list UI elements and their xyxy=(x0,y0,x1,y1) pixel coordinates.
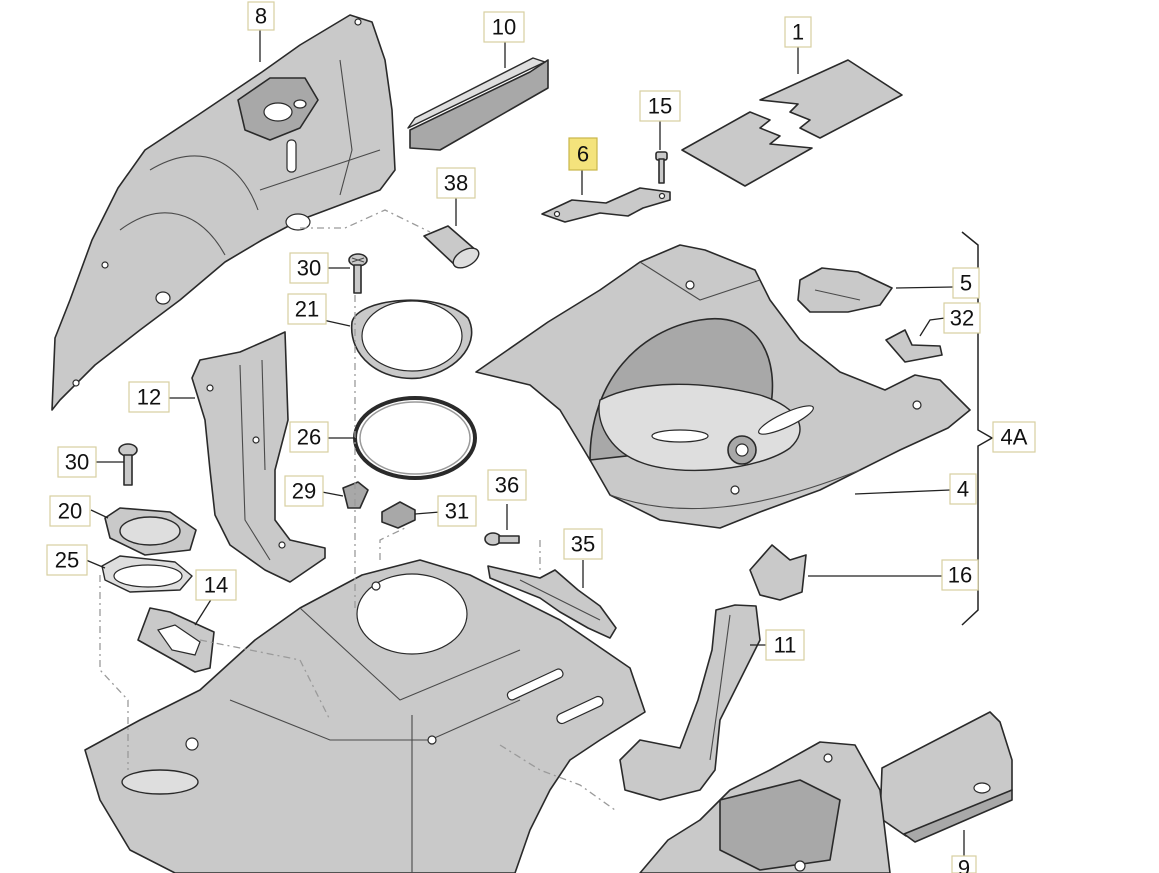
callout-12-label: 12 xyxy=(137,385,161,410)
callout-12[interactable]: 12 xyxy=(128,381,170,413)
callout-4-label: 4 xyxy=(957,477,969,502)
part-6-bracket[interactable] xyxy=(541,187,671,223)
callout-8-label: 8 xyxy=(255,4,267,29)
callout-38-label: 38 xyxy=(444,171,468,196)
callout-32[interactable]: 32 xyxy=(943,302,981,334)
callout-9-label: 9 xyxy=(958,856,970,873)
callout-16-label: 16 xyxy=(948,563,972,588)
callout-38[interactable]: 38 xyxy=(436,167,476,199)
part-21-ring[interactable] xyxy=(350,299,473,380)
dash-links xyxy=(99,295,616,811)
part-1-insulation-mats[interactable] xyxy=(681,59,903,187)
part-15-bolt[interactable] xyxy=(655,151,668,184)
part-4-spare-wheel-well[interactable] xyxy=(475,244,971,529)
callout-6-label: 6 xyxy=(577,142,589,167)
callout-31[interactable]: 31 xyxy=(437,495,477,527)
callout-36-label: 36 xyxy=(495,473,519,498)
callout-26[interactable]: 26 xyxy=(289,421,329,453)
callout-8[interactable]: 8 xyxy=(247,1,275,31)
callout-35[interactable]: 35 xyxy=(563,528,603,560)
part-38-sleeve[interactable] xyxy=(423,225,482,272)
callout-11[interactable]: 11 xyxy=(765,629,805,661)
part-5-bracket[interactable] xyxy=(797,267,893,313)
part-26-seal[interactable] xyxy=(353,396,477,480)
callout-30-lower-label: 30 xyxy=(65,450,89,475)
callout-30-upper[interactable]: 30 xyxy=(289,252,329,284)
part-30-screw-upper[interactable] xyxy=(348,253,368,294)
callout-26-label: 26 xyxy=(297,425,321,450)
callout-6[interactable]: 6 xyxy=(568,137,598,171)
callout-16[interactable]: 16 xyxy=(941,559,979,591)
callout-4a-label: 4A xyxy=(1001,425,1028,450)
part-16-cover[interactable] xyxy=(749,544,807,601)
callout-30-lower[interactable]: 30 xyxy=(57,446,97,478)
callout-4a[interactable]: 4A xyxy=(992,421,1036,453)
callout-11-label: 11 xyxy=(774,633,797,658)
callout-32-label: 32 xyxy=(950,306,974,331)
part-36-screw[interactable] xyxy=(484,532,520,546)
callout-1[interactable]: 1 xyxy=(784,16,812,48)
floor-pan[interactable] xyxy=(84,559,646,873)
part-31-clip[interactable] xyxy=(381,501,416,529)
callout-29[interactable]: 29 xyxy=(284,475,324,507)
callout-10[interactable]: 10 xyxy=(483,11,525,43)
callout-21[interactable]: 21 xyxy=(287,293,327,325)
callout-5[interactable]: 5 xyxy=(952,267,980,299)
callout-10-label: 10 xyxy=(492,15,516,40)
callout-21-label: 21 xyxy=(295,297,319,322)
callout-15[interactable]: 15 xyxy=(639,90,681,122)
callout-20-label: 20 xyxy=(58,499,82,524)
part-32-small-bracket[interactable] xyxy=(885,329,943,363)
part-9-angle-bracket[interactable] xyxy=(879,711,1013,843)
part-8-side-panel[interactable] xyxy=(51,14,396,411)
callout-36[interactable]: 36 xyxy=(487,469,527,501)
part-30-screw-lower[interactable] xyxy=(118,443,138,486)
callout-14[interactable]: 14 xyxy=(195,569,237,601)
callout-15-label: 15 xyxy=(648,94,672,119)
callout-1-label: 1 xyxy=(792,20,804,45)
callout-31-label: 31 xyxy=(445,499,469,524)
leader-lines xyxy=(85,30,965,858)
callout-29-label: 29 xyxy=(292,479,316,504)
rear-quarter-structure[interactable] xyxy=(639,741,891,873)
callout-30-upper-label: 30 xyxy=(297,256,321,281)
callout-4[interactable]: 4 xyxy=(949,473,977,505)
part-10-trim-strip[interactable] xyxy=(407,57,549,151)
part-20-cover-plate[interactable] xyxy=(104,507,197,556)
callout-25[interactable]: 25 xyxy=(46,544,88,576)
callout-35-label: 35 xyxy=(571,532,595,557)
callout-25-label: 25 xyxy=(55,548,79,573)
part-11-side-member[interactable] xyxy=(619,604,761,801)
callout-9[interactable]: 9 xyxy=(951,855,977,873)
group-brace-4a xyxy=(961,231,994,626)
callout-20[interactable]: 20 xyxy=(49,495,91,527)
part-25-gasket[interactable] xyxy=(101,555,193,593)
callout-5-label: 5 xyxy=(960,271,972,296)
callout-14-label: 14 xyxy=(204,573,228,598)
part-12-floor-bracket[interactable] xyxy=(191,331,326,583)
part-35-rail[interactable] xyxy=(487,565,617,639)
link-line-8-38 xyxy=(300,209,431,233)
